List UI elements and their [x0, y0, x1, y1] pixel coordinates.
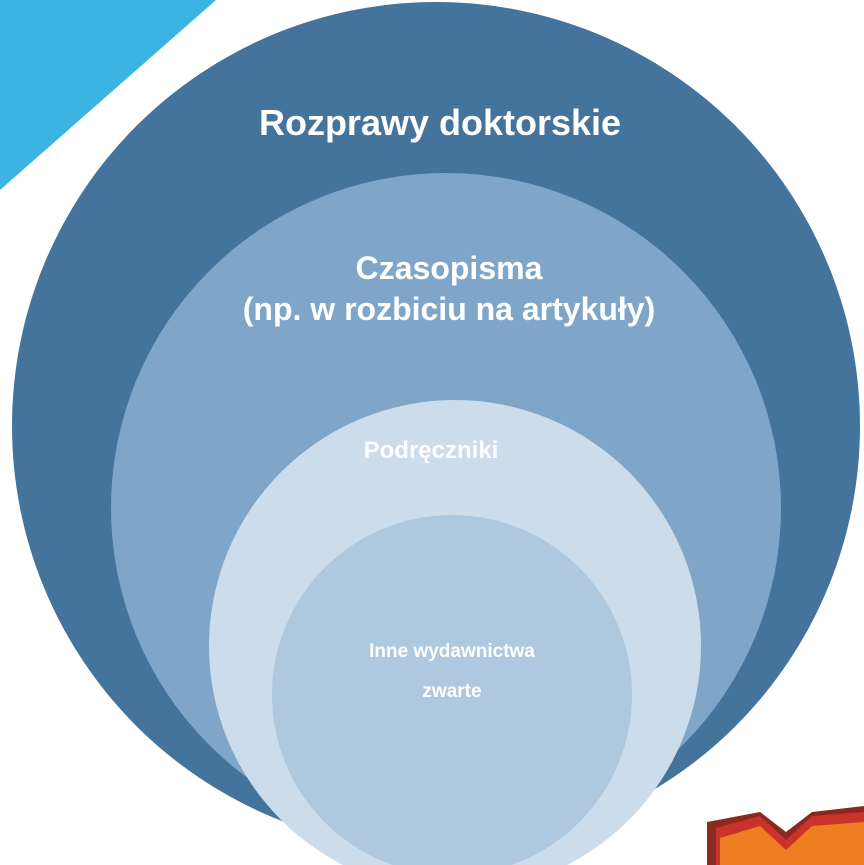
- third-circle-label: Podręczniki: [364, 437, 499, 464]
- outer-circle-label: Rozprawy doktorskie: [259, 102, 621, 143]
- second-circle-label-line2: (np. w rozbiciu na artykuły): [243, 291, 656, 327]
- inner-circle-label-line1: Inne wydawnictwa: [369, 641, 535, 662]
- inner-circle: [272, 515, 632, 865]
- second-circle-label-line1: Czasopisma: [356, 250, 543, 286]
- inner-circle-label-line2: zwarte: [422, 681, 481, 702]
- corner-triangle-decoration: [0, 0, 216, 190]
- open-book-icon: [707, 806, 864, 865]
